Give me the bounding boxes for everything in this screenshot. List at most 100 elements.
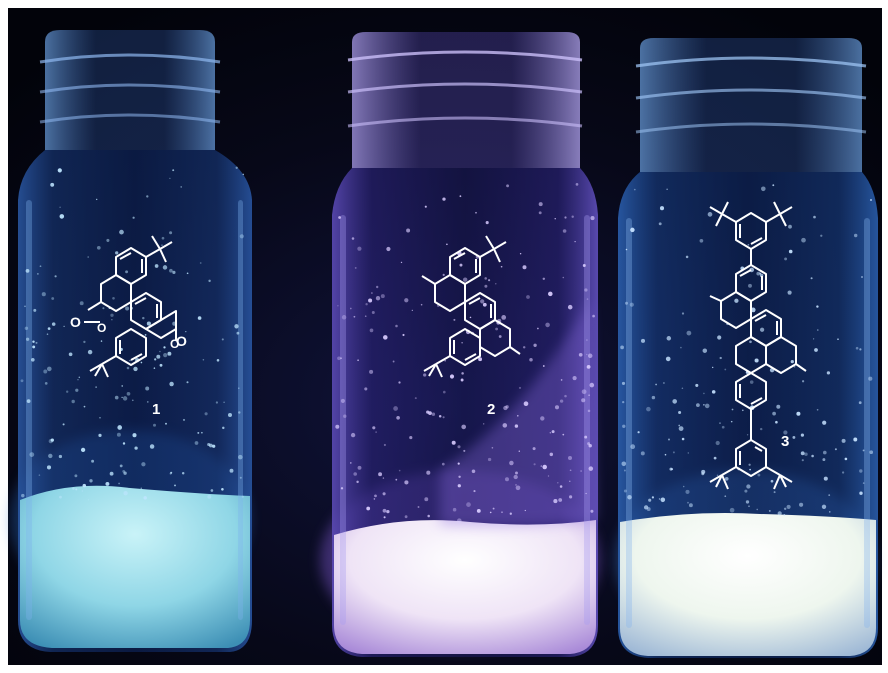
sparkle-dot xyxy=(146,321,151,326)
sparkle-dot xyxy=(126,366,130,370)
sparkle-dot xyxy=(588,394,590,396)
sparkle-dot xyxy=(357,246,362,251)
sparkle-dot xyxy=(373,498,376,500)
sparkle-dot xyxy=(630,444,636,450)
sparkle-dot xyxy=(786,504,791,509)
sparkle-dot xyxy=(392,360,395,363)
sparkle-dot xyxy=(116,432,121,437)
sparkle-dot xyxy=(716,474,719,477)
sparkle-dot xyxy=(417,506,420,508)
sparkle-dot xyxy=(586,339,588,341)
sparkle-dot xyxy=(51,322,56,326)
sparkle-dot xyxy=(382,477,385,479)
sparkle-dot xyxy=(57,168,62,173)
sparkle-dot xyxy=(719,422,721,424)
sparkle-dot xyxy=(816,408,819,411)
sparkle-dot xyxy=(163,352,168,358)
sparkle-dot xyxy=(501,511,503,513)
sparkle-dot xyxy=(687,452,690,454)
sparkle-dot xyxy=(688,503,693,508)
sparkle-dot xyxy=(59,214,65,219)
sparkle-dot xyxy=(376,285,379,289)
sparkle-dot xyxy=(678,410,682,415)
sparkle-dot xyxy=(383,335,388,340)
sparkle-dot xyxy=(746,484,751,489)
sparkle-dot xyxy=(672,451,675,454)
sparkle-dot xyxy=(404,515,408,519)
sparkle-dot xyxy=(207,494,212,499)
sparkle-dot xyxy=(756,271,761,276)
sparkle-dot xyxy=(822,420,827,425)
sparkle-dot xyxy=(662,382,665,384)
sparkle-dot xyxy=(476,508,481,513)
sparkle-dot xyxy=(457,445,461,449)
sparkle-dot xyxy=(625,248,628,251)
sparkle-dot xyxy=(156,354,161,359)
sparkle-dot xyxy=(672,399,677,404)
sparkle-dot xyxy=(197,316,202,320)
sparkle-dot xyxy=(335,424,340,429)
sparkle-dot xyxy=(114,395,119,400)
sparkle-dot xyxy=(669,467,673,471)
sparkle-dot xyxy=(816,305,819,308)
sparkle-dot xyxy=(123,471,127,475)
sparkle-dot xyxy=(54,275,57,278)
sparkle-dot xyxy=(21,493,25,498)
sparkle-dot xyxy=(538,211,542,215)
sparkle-dot xyxy=(551,430,555,434)
sparkle-dot xyxy=(212,444,216,448)
sparkle-dot xyxy=(375,431,377,433)
sparkle-dot xyxy=(730,420,733,423)
sparkle-dot xyxy=(238,411,241,414)
sparkle-dot xyxy=(169,472,172,475)
compound-3-number: 3 xyxy=(781,433,789,450)
sparkle-dot xyxy=(814,348,818,352)
sparkle-dot xyxy=(378,472,383,477)
sparkle-dot xyxy=(457,484,461,488)
sparkle-dot xyxy=(172,270,176,275)
sparkle-dot xyxy=(586,353,588,356)
sparkle-dot xyxy=(584,435,588,439)
sparkle-dot xyxy=(357,359,359,362)
sparkle-dot xyxy=(515,471,518,475)
sparkle-dot xyxy=(404,480,409,485)
sparkle-dot xyxy=(161,236,165,240)
sparkle-dot xyxy=(129,359,131,362)
sparkle-dot xyxy=(423,373,427,377)
sparkle-dot xyxy=(768,509,771,512)
sparkle-dot xyxy=(547,475,550,477)
sparkle-dot xyxy=(39,265,42,268)
sparkle-dot xyxy=(95,198,98,201)
sparkle-dot xyxy=(772,411,776,416)
sparkle-dot xyxy=(729,507,735,513)
sparkle-dot xyxy=(590,216,595,221)
sparkle-dot xyxy=(68,352,73,357)
sparkle-dot xyxy=(622,400,625,404)
sparkle-dot xyxy=(357,465,362,470)
sparkle-dot xyxy=(545,322,550,328)
sparkle-dot xyxy=(569,480,571,483)
sparkle-dot xyxy=(50,438,54,442)
sparkle-dot xyxy=(71,399,75,404)
sparkle-dot xyxy=(386,246,391,252)
sparkle-dot xyxy=(542,365,545,367)
sparkle-dot xyxy=(581,389,587,395)
sparkle-dot xyxy=(749,468,751,471)
sparkle-dot xyxy=(578,352,583,357)
sparkle-dot xyxy=(489,511,492,514)
sparkle-dot xyxy=(337,305,339,307)
sparkle-dot xyxy=(622,424,626,428)
sparkle-dot xyxy=(77,378,79,381)
sparkle-dot xyxy=(443,390,446,394)
sparkle-dot xyxy=(235,166,238,169)
sparkle-dot xyxy=(487,457,492,462)
sparkle-dot xyxy=(522,346,526,349)
sparkle-dot xyxy=(585,492,587,495)
sparkle-dot xyxy=(29,452,35,457)
sparkle-dot xyxy=(222,426,225,430)
sparkle-dot xyxy=(704,403,710,409)
sparkle-dot xyxy=(868,376,873,381)
sparkle-dot xyxy=(659,206,665,211)
sparkle-dot xyxy=(621,381,626,385)
sparkle-dot xyxy=(115,251,119,255)
